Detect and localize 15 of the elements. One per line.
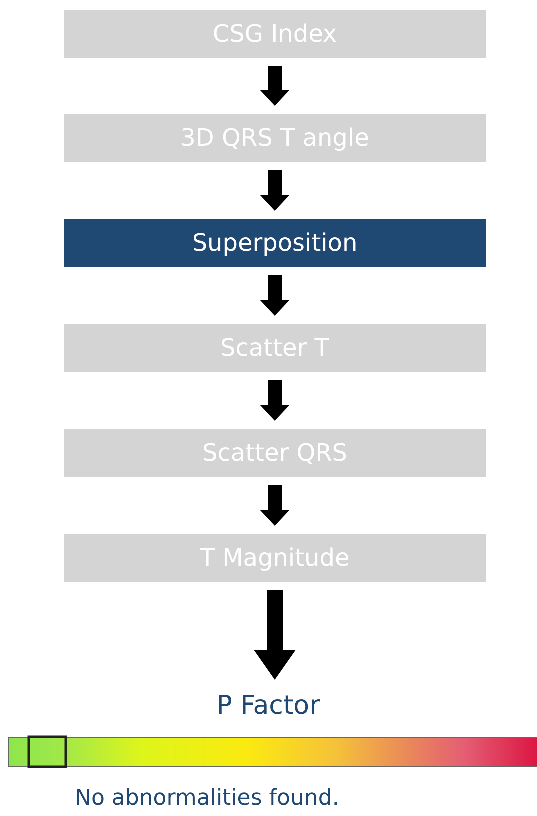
node-label: Superposition <box>192 229 358 257</box>
result-note: No abnormalities found. <box>75 786 340 811</box>
arrow <box>260 275 290 316</box>
step-box <box>64 324 486 372</box>
arrow <box>254 590 296 680</box>
step-box <box>64 429 486 477</box>
step-box <box>64 114 486 162</box>
step-box <box>64 534 486 582</box>
highlighted-step-box <box>64 219 486 267</box>
arrow <box>260 170 290 211</box>
arrow <box>260 380 290 421</box>
arrow <box>260 485 290 526</box>
arrow <box>260 66 290 106</box>
node-label: P Factor <box>216 691 320 721</box>
step-box <box>64 10 486 58</box>
